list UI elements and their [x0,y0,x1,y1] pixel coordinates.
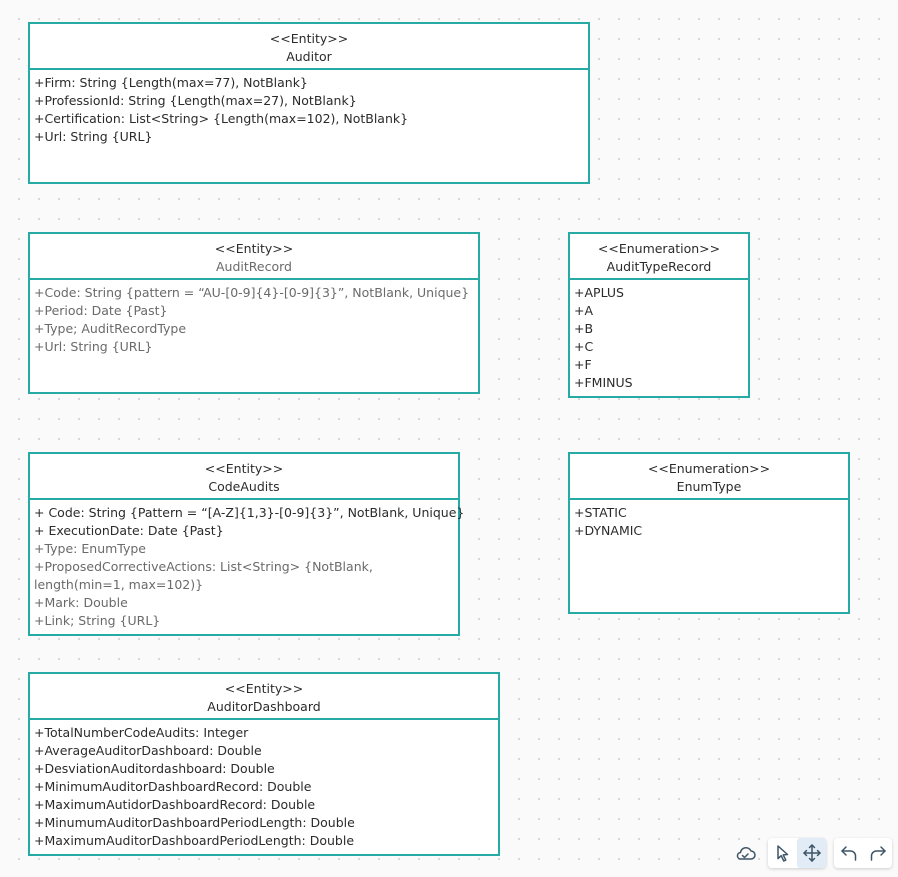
enum-literals: +STATIC +DYNAMIC [570,500,848,540]
enum-literal: +A [574,303,594,318]
enum-literal: +STATIC [574,505,627,520]
class-attribute: + Code: String {Pattern = “[A-Z]{1,3}-[0… [34,505,465,520]
move-icon [802,843,822,863]
class-attribute: +Firm: String {Length(max=77), NotBlank} [34,75,308,90]
class-attribute: +DesviationAuditordashboard: Double [34,761,275,776]
class-header: <<Entity>> AuditorDashboard [30,674,498,720]
class-attributes: +Code: String {pattern = “AU-[0-9]{4}-[0… [30,280,478,356]
class-stereotype: <<Entity>> [269,31,349,46]
class-audit-record[interactable]: <<Entity>> AuditRecord +Code: String {pa… [28,232,480,394]
enum-literal: +C [574,339,594,354]
class-attribute: +ProfessionId: String {Length(max=27), N… [34,93,357,108]
class-stereotype: <<Enumeration>> [647,461,771,476]
enum-literal: +DYNAMIC [574,523,643,538]
class-stereotype: <<Entity>> [204,461,284,476]
class-header: <<Entity>> Auditor [30,24,588,70]
redo-button[interactable] [863,838,892,868]
enum-literal: +F [574,357,592,372]
class-attribute: +MinumumAuditorDashboardPeriodLength: Do… [34,815,355,830]
enum-literals: +APLUS +A +B +C +F +FMINUS [570,280,748,392]
class-attribute: +ProposedCorrectiveActions: List<String>… [34,559,373,592]
class-attribute: +AverageAuditorDashboard: Double [34,743,262,758]
class-attribute: +MinimumAuditorDashboardRecord: Double [34,779,312,794]
enum-literal: +APLUS [574,285,624,300]
class-attribute: +Certification: List<String> {Length(max… [34,111,409,126]
class-attribute: +Period: Date {Past} [34,303,168,318]
class-attribute: + ExecutionDate: Date {Past} [34,523,224,538]
class-attribute: +Mark: Double [34,595,128,610]
class-attributes: + Code: String {Pattern = “[A-Z]{1,3}-[0… [30,500,465,630]
move-tool-button[interactable] [797,838,826,868]
pointer-icon [775,844,791,862]
class-header: <<Enumeration>> EnumType [570,454,848,500]
enum-audit-type-record[interactable]: <<Enumeration>> AuditTypeRecord +APLUS +… [568,232,750,398]
class-header: <<Entity>> AuditRecord [30,234,478,280]
tool-selector [768,838,826,868]
class-attribute: +MaximumAutidorDashboardRecord: Double [34,797,316,812]
cloud-icon [730,838,760,868]
class-attribute: +Code: String {pattern = “AU-[0-9]{4}-[0… [34,285,470,300]
class-attribute: +Type: EnumType [34,541,146,556]
class-header: <<Entity>> CodeAudits [30,454,458,500]
class-name: CodeAudits [208,479,280,494]
class-name: EnumType [676,479,742,494]
class-auditor[interactable]: <<Entity>> Auditor +Firm: String {Length… [28,22,590,184]
enum-literal: +FMINUS [574,375,633,390]
class-stereotype: <<Entity>> [224,681,304,696]
enum-literal: +B [574,321,594,336]
class-code-audits[interactable]: <<Entity>> CodeAudits + Code: String {Pa… [28,452,465,636]
class-auditor-dashboard[interactable]: <<Entity>> AuditorDashboard +TotalNumber… [28,672,500,856]
undo-icon [839,844,859,862]
class-attributes: +Firm: String {Length(max=77), NotBlank}… [30,70,588,146]
undo-button[interactable] [834,838,863,868]
class-attribute: +Url: String {URL} [34,339,153,354]
class-attribute: +MaximumAuditorDashboardPeriodLength: Do… [34,833,355,848]
class-attribute: +Link; String {URL} [34,613,161,628]
class-attributes: +TotalNumberCodeAudits: Integer +Average… [30,720,498,850]
class-name: AuditRecord [216,259,292,274]
class-attribute: +TotalNumberCodeAudits: Integer [34,725,249,740]
class-header: <<Enumeration>> AuditTypeRecord [570,234,748,280]
class-name: AuditorDashboard [207,699,321,714]
class-stereotype: <<Enumeration>> [597,241,721,256]
sync-status [730,838,762,868]
redo-icon [868,844,888,862]
class-stereotype: <<Entity>> [214,241,294,256]
history-controls [834,838,892,868]
class-name: AuditTypeRecord [606,259,712,274]
class-name: Auditor [286,49,332,64]
pointer-tool-button[interactable] [768,838,797,868]
class-attribute: +Url: String {URL} [34,129,153,144]
enum-enum-type[interactable]: <<Enumeration>> EnumType +STATIC +DYNAMI… [568,452,850,614]
class-attribute: +Type; AuditRecordType [34,321,187,336]
